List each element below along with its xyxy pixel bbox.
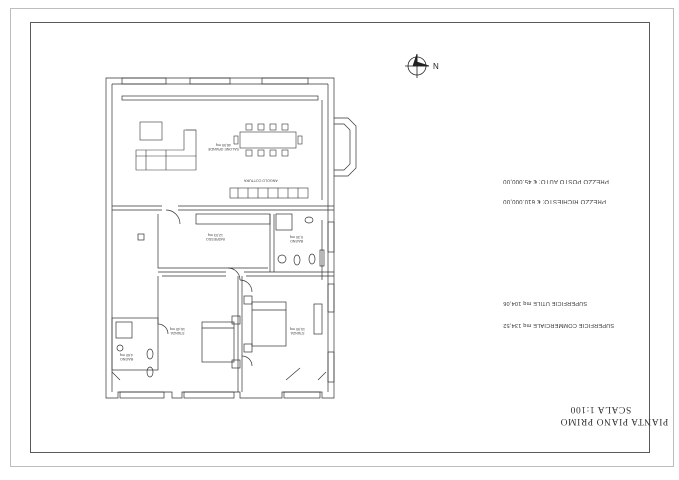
room-label-kitchen: ANGOLO COTTURA bbox=[244, 178, 278, 183]
window-top-1 bbox=[121, 77, 167, 85]
room-label-bath2: BAGNO 4,60 mq bbox=[120, 352, 133, 361]
price-asked: PREZZO RICHIESTO: € 610.000,00 bbox=[503, 198, 606, 204]
wall-bedrooms bbox=[157, 276, 243, 392]
hall-cabinet bbox=[195, 213, 271, 225]
outer-wall bbox=[105, 77, 335, 399]
compass-north-label: N bbox=[433, 62, 439, 71]
window-top-inner bbox=[121, 95, 319, 101]
price-parking: PREZZO POSTO AUTO: € 45.000,00 bbox=[503, 178, 609, 184]
title-plan: PIANTA PIANO PRIMO bbox=[560, 416, 669, 426]
dining-table bbox=[239, 131, 297, 149]
window-top-2 bbox=[189, 77, 231, 85]
bed-1 bbox=[201, 321, 235, 363]
door-entry bbox=[165, 209, 181, 225]
room-label-living: SALONE GRANDE 48,55 mq bbox=[208, 142, 239, 151]
title-scale: SCALA 1:100 bbox=[570, 404, 632, 414]
wardrobe bbox=[313, 303, 323, 335]
surface-useful: SUPERFICIE UTILE mq 104,06 bbox=[503, 300, 588, 306]
window-top-3 bbox=[261, 77, 309, 85]
drawing-sheet bbox=[10, 8, 674, 467]
room-label-bath1: BAGNO 5,30 mq bbox=[290, 234, 303, 243]
coffee-table bbox=[139, 121, 163, 141]
surface-commercial: SUPERFICIE COMMERCIALE mq 134,52 bbox=[503, 322, 615, 328]
bay-window bbox=[334, 117, 357, 177]
bath1-shower bbox=[275, 213, 293, 231]
bath2-frame bbox=[111, 317, 159, 371]
kitchen-counter bbox=[229, 187, 309, 199]
room-label-bedroom2: STANZA 15,90 mq bbox=[290, 326, 305, 335]
compass-icon bbox=[405, 53, 430, 78]
room-label-hall: INGRESSO 12,03 mq bbox=[206, 232, 225, 241]
drawing-frame bbox=[30, 22, 650, 453]
bed-2 bbox=[251, 301, 287, 347]
room-label-bedroom1: STANZA 16,45 mq bbox=[170, 326, 185, 335]
